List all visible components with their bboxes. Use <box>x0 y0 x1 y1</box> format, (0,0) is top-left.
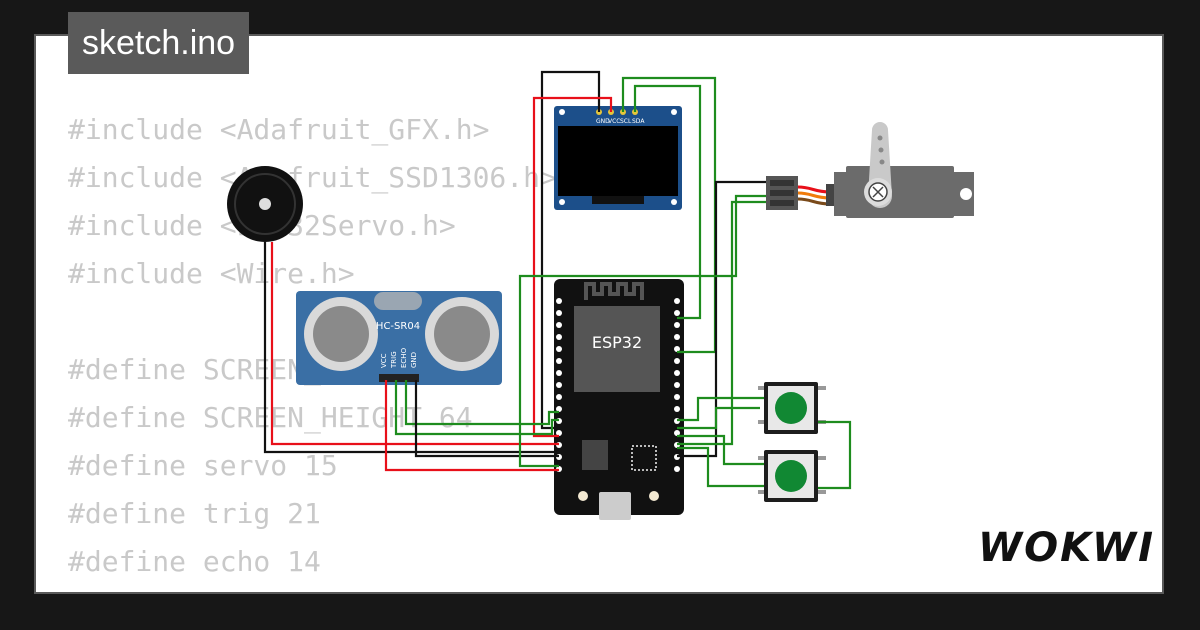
sensor-label: HC-SR04 <box>376 321 420 332</box>
sensor-pin-vcc: VCC <box>380 353 388 368</box>
push-button-2[interactable] <box>758 450 826 502</box>
oled-pin-sda: SDA <box>632 118 645 125</box>
sensor-pin-gnd: GND <box>410 352 418 368</box>
servo-motor[interactable] <box>766 122 974 218</box>
sensor-pin-trig: TRIG <box>390 351 398 369</box>
sensor-pin-echo: ECHO <box>400 347 408 368</box>
oled-display[interactable]: GND VCC SCL SDA <box>554 106 682 210</box>
esp32-label: ESP32 <box>592 333 642 352</box>
sketch-filename-tab[interactable]: sketch.ino <box>68 12 250 74</box>
oled-pin-gnd: GND <box>596 118 610 125</box>
code-line: #define echo 14 <box>68 545 321 578</box>
esp32-left-pins <box>556 298 562 472</box>
oled-pin-scl: SCL <box>620 118 632 125</box>
esp32-board[interactable]: ESP32 <box>554 279 684 520</box>
code-line: #define servo 15 <box>68 449 338 482</box>
code-line: #include <Adafruit_GFX.h> <box>68 113 490 146</box>
code-line: #include <Wire.h> <box>68 257 355 290</box>
code-line: #define trig 21 <box>68 497 321 530</box>
wires <box>263 70 852 490</box>
esp32-right-pins <box>674 298 680 472</box>
wokwi-logo: WOKWI <box>978 525 1156 571</box>
oled-pin-vcc: VCC <box>608 118 620 125</box>
buzzer[interactable] <box>227 166 303 242</box>
ultrasonic-sensor[interactable]: HC-SR04 VCC TRIG ECHO GND <box>296 291 502 385</box>
push-button-1[interactable] <box>758 382 826 434</box>
